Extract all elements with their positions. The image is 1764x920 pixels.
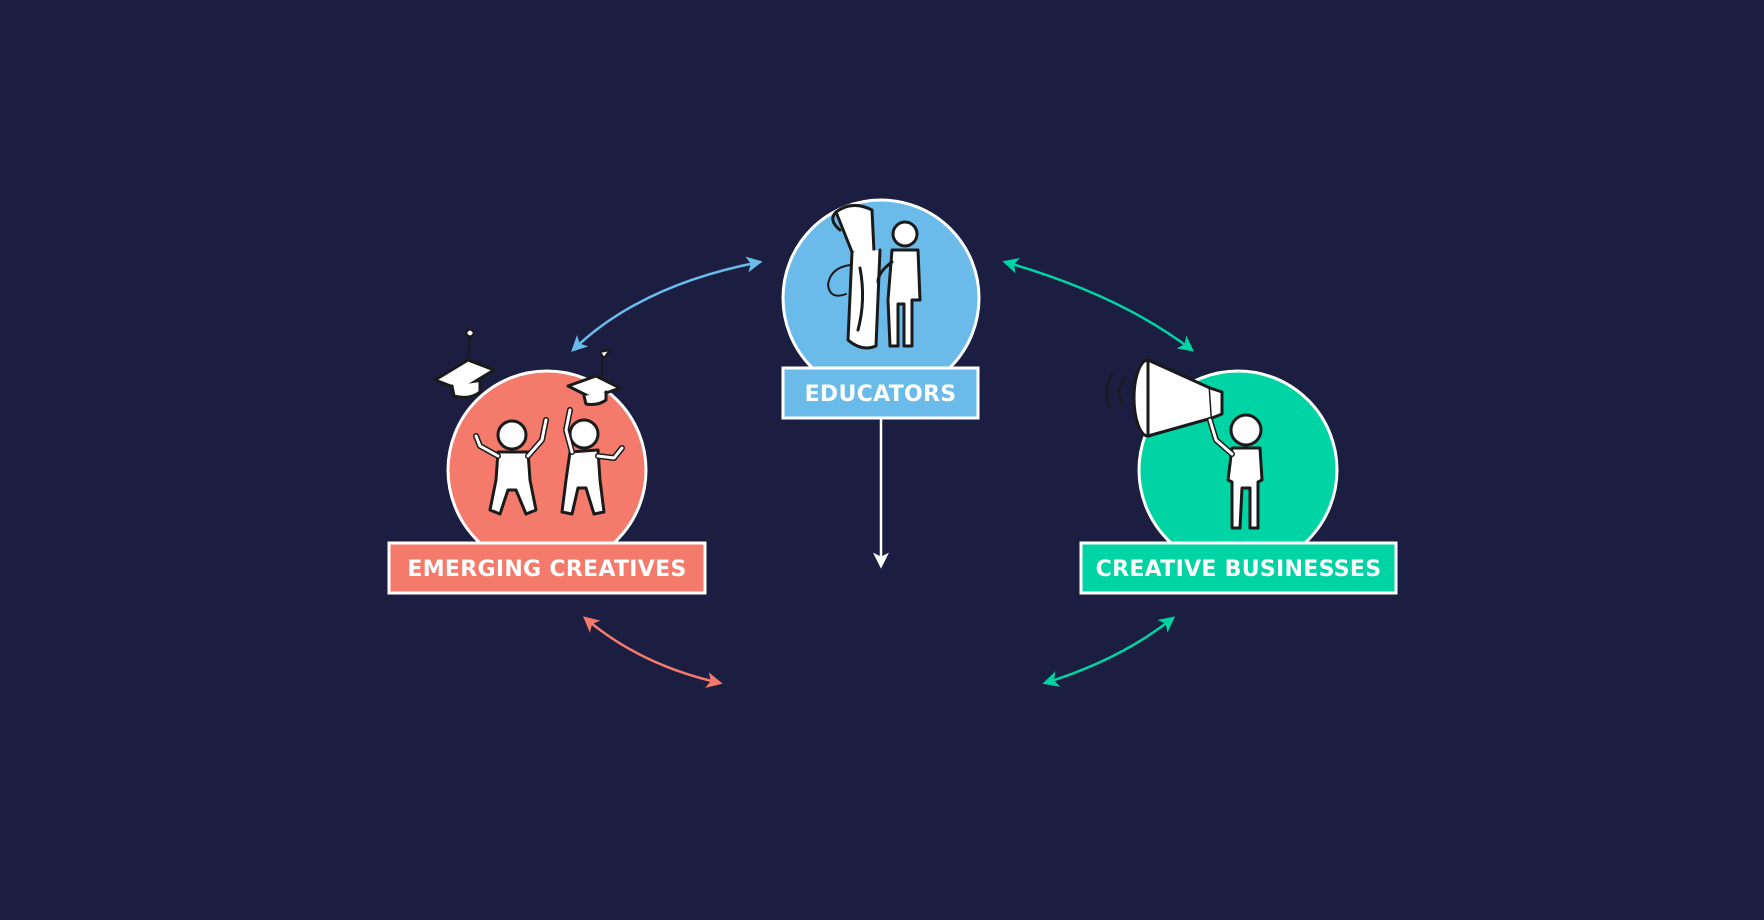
arrow-educators-creative-businesses <box>1002 257 1195 352</box>
arrow-emerging-creatives-center <box>582 616 723 688</box>
node-emerging-creatives: EMERGING CREATIVES <box>387 328 707 595</box>
person-with-megaphone-icon <box>1105 358 1264 530</box>
creative-businesses-label: CREATIVE BUSINESSES <box>1096 557 1382 582</box>
emerging-creatives-circle <box>446 369 648 571</box>
arrow-educators-emerging-creatives <box>571 256 763 352</box>
arrow-creative-businesses-center <box>1042 616 1176 687</box>
creative-businesses-label-box <box>1079 541 1398 595</box>
person-holding-scroll-icon <box>827 204 922 350</box>
node-educators: EDUCATORS <box>781 198 981 420</box>
educators-label: EDUCATORS <box>805 382 957 407</box>
educators-label-box <box>781 366 980 420</box>
celebrating-graduates-icon <box>433 328 625 516</box>
node-creative-businesses: CREATIVE BUSINESSES <box>1079 358 1398 595</box>
emerging-creatives-label: EMERGING CREATIVES <box>407 557 686 582</box>
emerging-creatives-label-box <box>387 541 707 595</box>
